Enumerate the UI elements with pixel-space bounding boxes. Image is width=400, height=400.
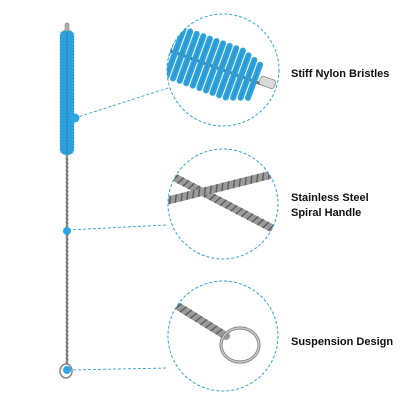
label-suspension-design: Suspension Design xyxy=(291,335,393,350)
label-stainless-steel-spiral-handle: Stainless Steel Spiral Handle xyxy=(291,191,369,221)
label-line: Stiff Nylon Bristles xyxy=(291,68,390,80)
zoom-circle-handle xyxy=(167,148,279,260)
label-line: Spiral Handle xyxy=(291,207,362,219)
label-stiff-nylon-bristles: Stiff Nylon Bristles xyxy=(291,67,389,82)
label-line: Stainless Steel xyxy=(291,192,369,204)
cleaning-brush xyxy=(58,22,76,379)
brush-bristles xyxy=(58,30,76,155)
label-line: Suspension Design xyxy=(291,336,394,348)
callout-connectors xyxy=(63,87,169,374)
callout-dot-bristles xyxy=(70,113,80,123)
callout-dot-suspension xyxy=(63,366,71,374)
zoom-circle-suspension xyxy=(167,280,279,392)
brush-tip xyxy=(64,22,70,32)
hanging-loop xyxy=(59,363,73,379)
zoom-circle-bristles xyxy=(166,13,280,127)
handle-twist xyxy=(65,157,69,365)
callout-dot-handle xyxy=(63,227,71,235)
